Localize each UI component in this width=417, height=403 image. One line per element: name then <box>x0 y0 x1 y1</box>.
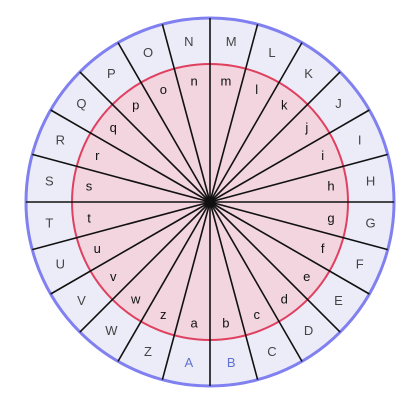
outer-letter-U: U <box>56 256 65 271</box>
inner-letter-a: a <box>190 315 198 330</box>
inner-letter-k: k <box>281 98 288 113</box>
outer-letters: A B C D E F G H I J K L M N O P Q R S T U V W Z <box>45 34 376 370</box>
inner-letter-h: h <box>327 179 334 194</box>
inner-letter-n: n <box>190 74 197 89</box>
spoke <box>209 71 341 203</box>
inner-letter-l: l <box>255 82 258 97</box>
spoke <box>32 153 211 203</box>
outer-letter-C: C <box>267 344 276 359</box>
spoke <box>209 201 388 251</box>
spoke <box>209 109 370 203</box>
outer-letter-I: I <box>358 133 362 148</box>
spoke <box>50 109 211 203</box>
inner-letter-z: z <box>160 307 167 322</box>
outer-letter-E: E <box>334 293 343 308</box>
spoke <box>161 201 211 380</box>
inner-letter-u: u <box>94 241 101 256</box>
inner-letters: a b c def g h ij k l m n o pqr s t uvw z <box>86 74 335 331</box>
inner-letter-f: f <box>321 241 325 256</box>
spoke <box>209 42 303 203</box>
spoke <box>79 71 211 203</box>
spokes <box>26 18 394 386</box>
outer-letter-G: G <box>366 216 376 231</box>
spoke <box>79 201 211 333</box>
inner-letter-j: j <box>304 120 308 135</box>
hub <box>206 198 214 206</box>
outer-letter-J: J <box>335 96 342 111</box>
inner-letter-v: v <box>110 269 117 284</box>
outer-letter-D: D <box>304 323 313 338</box>
spoke <box>117 201 211 362</box>
spoke <box>117 42 211 203</box>
inner-letter-m: m <box>220 74 231 89</box>
inner-letter-b: b <box>222 315 229 330</box>
outer-letter-A: A <box>185 355 194 370</box>
spoke <box>209 153 388 203</box>
inner-letter-g: g <box>327 210 334 225</box>
outer-letter-O: O <box>143 45 153 60</box>
inner-letter-t: t <box>87 210 91 225</box>
inner-letter-e: e <box>303 269 310 284</box>
outer-letter-S: S <box>45 173 54 188</box>
outer-letter-N: N <box>184 34 193 49</box>
spoke <box>209 201 303 362</box>
inner-letter-d: d <box>281 291 288 306</box>
spoke <box>209 201 341 333</box>
outer-letter-K: K <box>304 66 313 81</box>
outer-letter-T: T <box>45 216 53 231</box>
outer-letter-Q: Q <box>76 96 86 111</box>
inner-letter-p: p <box>132 98 139 113</box>
inner-letter-r: r <box>95 148 100 163</box>
inner-letter-w: w <box>130 291 141 306</box>
spoke <box>50 201 211 295</box>
inner-letter-i: i <box>321 148 324 163</box>
outer-letter-L: L <box>268 45 275 60</box>
outer-letter-P: P <box>107 66 116 81</box>
outer-letter-W: W <box>105 323 118 338</box>
spoke <box>209 201 259 380</box>
spoke <box>161 24 211 203</box>
spoke <box>209 201 370 295</box>
inner-letter-s: s <box>86 179 93 194</box>
outer-letter-R: R <box>56 133 65 148</box>
outer-letter-H: H <box>366 173 375 188</box>
outer-letter-B: B <box>227 355 236 370</box>
inner-letter-q: q <box>110 120 117 135</box>
spoke <box>32 201 211 251</box>
outer-letter-M: M <box>226 34 237 49</box>
outer-letter-F: F <box>356 256 364 271</box>
outer-letter-Z: Z <box>144 344 152 359</box>
spoke <box>209 24 259 203</box>
inner-letter-c: c <box>253 307 260 322</box>
inner-letter-o: o <box>160 82 167 97</box>
outer-letter-V: V <box>77 293 86 308</box>
